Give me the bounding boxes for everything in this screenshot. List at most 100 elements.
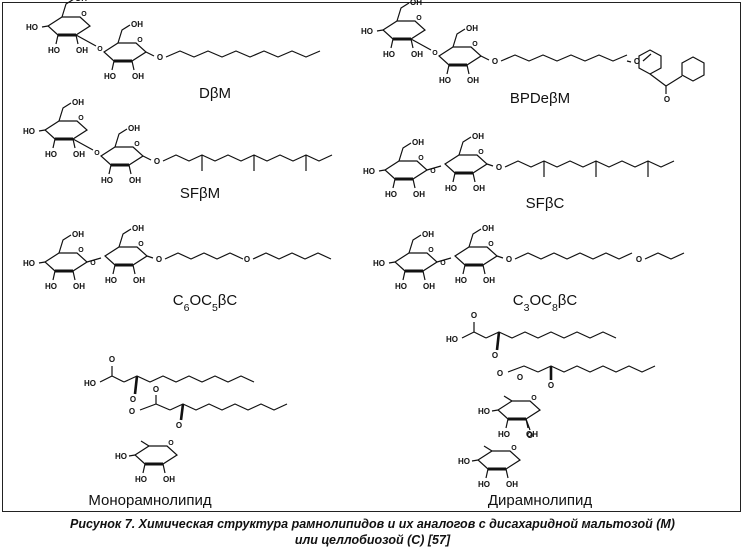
atom-label: OH (163, 475, 175, 484)
bond (378, 169, 386, 172)
atom-label: OH (73, 282, 85, 291)
label-part: BPDeβM (510, 90, 570, 107)
label-part: 6 (184, 302, 190, 314)
atom-label: O (472, 41, 478, 48)
compound-label: SFβC (526, 195, 565, 212)
sugar-ring (382, 20, 426, 40)
atom-label: OH (526, 430, 538, 439)
bond (452, 28, 466, 48)
atom-label: O (636, 255, 642, 264)
atom-label: OH (132, 72, 144, 81)
atom-label: OH (132, 224, 144, 233)
bond (162, 463, 166, 474)
label-part: βC (558, 292, 578, 309)
bond (495, 331, 501, 351)
atom-label: O (244, 255, 250, 264)
figure-frame (2, 2, 741, 512)
bond (446, 64, 450, 75)
bond (503, 395, 513, 402)
caption-line-1: Рисунок 7. Химическая структура рамнолип… (70, 517, 675, 531)
bond (112, 264, 116, 275)
bond (75, 34, 79, 45)
atom-label: O (134, 141, 140, 148)
label-part: C (173, 292, 184, 309)
label-part: SFβM (180, 185, 220, 202)
atom-label: O (440, 260, 446, 267)
atom-label: O (78, 247, 84, 254)
bond (131, 60, 135, 71)
compound-label: DβM (199, 85, 231, 102)
label-part: OC (189, 292, 212, 309)
atom-label: OH (467, 76, 479, 85)
bond (133, 375, 139, 395)
bond (485, 331, 617, 339)
bond (537, 365, 656, 373)
bond (505, 418, 509, 429)
bond (388, 261, 396, 264)
label-part: βC (218, 292, 238, 309)
bond (72, 270, 76, 281)
compound-label: C3OC8βC (513, 292, 578, 314)
atom-label: O (97, 46, 103, 53)
atom-label: O (90, 260, 96, 267)
sugar-ring (44, 252, 88, 272)
bond (500, 54, 628, 62)
bond (626, 60, 632, 63)
atom-label: OH (423, 282, 435, 291)
atom-label: HO (478, 407, 490, 416)
bond (472, 172, 476, 183)
atom-label: O (109, 355, 115, 364)
atom-label: OH (413, 190, 425, 199)
atom-label: O (511, 445, 517, 452)
bond (436, 257, 452, 263)
bond (72, 138, 76, 149)
bond (41, 25, 49, 28)
atom-label: HO (104, 72, 116, 81)
label-part: C (513, 292, 524, 309)
atom-label: O (154, 157, 160, 166)
atom-label: HO (385, 190, 397, 199)
atom-label: OH (73, 150, 85, 159)
atom-label: O (416, 15, 422, 22)
benzene-ring (638, 49, 662, 75)
sugar-ring (438, 46, 482, 66)
bond (644, 252, 685, 260)
atom-label: HO (383, 50, 395, 59)
label-part: 5 (212, 302, 218, 314)
atom-label: HO (26, 23, 38, 32)
atom-label: OH (133, 276, 145, 285)
bond (480, 55, 490, 61)
bond (392, 178, 396, 189)
bond (164, 252, 244, 260)
atom-label: OH (483, 276, 495, 285)
sugar-ring (497, 400, 541, 420)
atom-label: HO (373, 259, 385, 268)
bond (466, 64, 470, 75)
atom-label: HO (84, 379, 96, 388)
bond (462, 264, 466, 275)
sugar-ring (384, 160, 428, 180)
bond (452, 172, 456, 183)
atom-label: O (492, 351, 498, 360)
atom-label: O (432, 50, 438, 57)
atom-label: O (548, 381, 554, 390)
atom-label: HO (458, 457, 470, 466)
atom-label: HO (439, 76, 451, 85)
bond (471, 459, 479, 462)
atom-label: OH (72, 230, 84, 239)
label-part: DβM (199, 85, 231, 102)
bond (162, 154, 333, 162)
bond (132, 264, 136, 275)
bond (396, 2, 410, 22)
bond (61, 0, 74, 18)
bond (482, 264, 486, 275)
atom-label: HO (105, 276, 117, 285)
bond (55, 34, 59, 45)
atom-label: HO (455, 276, 467, 285)
atom-label: HO (23, 259, 35, 268)
bond (426, 165, 442, 171)
atom-label: OH (128, 124, 140, 133)
